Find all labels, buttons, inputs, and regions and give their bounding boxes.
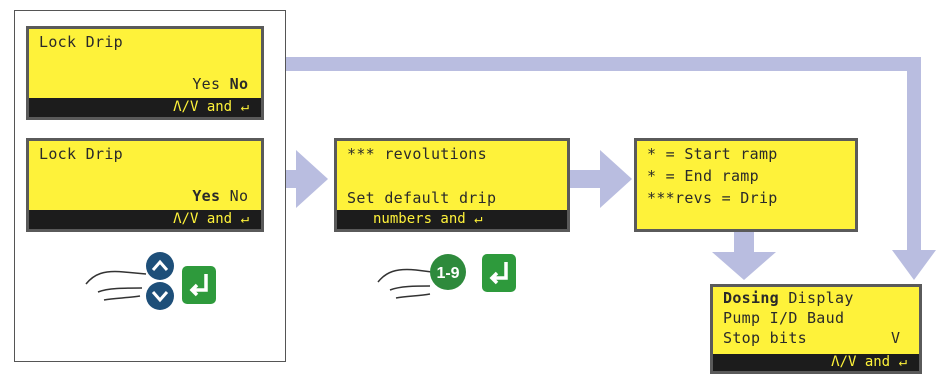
hint-arrows: Λ/V	[173, 99, 199, 115]
enter-glyph-icon: ↵	[240, 99, 249, 115]
lcd-line-start-ramp: * = Start ramp	[647, 145, 778, 163]
lcd-ramp: * = Start ramp * = End ramp ***revs = Dr…	[634, 138, 858, 232]
option-no-selected: No	[229, 75, 249, 93]
hint-and: and	[206, 99, 233, 115]
lcd-display: Display	[788, 289, 854, 307]
lcd-hint-bar: numbers and ↵	[337, 210, 567, 229]
lcd-dosing-display: Dosing Display Pump I/D Baud Stop bits V…	[710, 284, 922, 374]
arrow-revs-to-ramp	[570, 170, 604, 188]
lcd-lock-drip-yes: Lock Drip Yes No Λ/V and ↵	[26, 138, 264, 232]
lcd-hint-bar: Λ/V and ↵	[713, 354, 919, 371]
lcd-line-revolutions: *** revolutions	[347, 145, 487, 163]
option-yes-selected: Yes	[192, 187, 221, 205]
arrow-ramp-down	[734, 230, 754, 256]
lcd-lock-drip-no: Lock Drip Yes No Λ/V and ↵	[26, 26, 264, 120]
lcd-line-lock-drip: Lock Drip	[39, 33, 123, 51]
down-button[interactable]	[146, 282, 174, 310]
arrow-head-dosing-right	[892, 250, 936, 280]
lcd-line-lock-drip: Lock Drip	[39, 145, 123, 163]
enter-button[interactable]	[182, 266, 216, 304]
pointing-hand-icon	[85, 270, 147, 301]
enter-button[interactable]	[482, 254, 516, 292]
up-down-enter-buttons	[85, 252, 216, 310]
enter-glyph-icon: ↵	[898, 354, 907, 370]
lcd-dosing-bold: Dosing	[723, 289, 779, 307]
option-no: No	[229, 187, 249, 205]
numeric-enter-buttons: 1-9	[377, 254, 516, 299]
lcd-hint-bar: Λ/V and ↵	[29, 98, 261, 117]
lcd-line-revs-drip: ***revs = Drip	[647, 189, 778, 207]
lcd-line-end-ramp: * = End ramp	[647, 167, 759, 185]
hint-arrows: Λ/V	[173, 211, 199, 227]
hint-numbers-and: numbers and	[373, 211, 466, 227]
arrow-head-ramp	[600, 150, 632, 208]
enter-glyph-icon: ↵	[240, 211, 249, 227]
arrow-lock-no-to-dosing	[262, 57, 921, 252]
option-yes: Yes	[192, 75, 221, 93]
lcd-hint-bar: Λ/V and ↵	[29, 210, 261, 229]
lcd-line-set-default-drip: Set default drip	[347, 189, 497, 207]
scroll-down-indicator: V	[891, 329, 901, 347]
arrow-head-revs	[296, 150, 328, 208]
hint-arrows: Λ/V	[831, 354, 857, 370]
arrow-head-ramp-down	[712, 252, 776, 280]
lcd-revolutions: *** revolutions Set default drip numbers…	[334, 138, 570, 232]
numeric-button-label: 1-9	[436, 265, 459, 282]
pointing-hand-icon	[377, 268, 433, 299]
enter-glyph-icon: ↵	[474, 211, 483, 227]
hint-and: and	[206, 211, 233, 227]
numeric-button[interactable]: 1-9	[430, 254, 466, 290]
lcd-line-stop-bits: Stop bits	[723, 329, 807, 347]
lcd-line-pump-id-baud: Pump I/D Baud	[723, 309, 845, 327]
hint-and: and	[864, 354, 891, 370]
up-button[interactable]	[146, 252, 174, 280]
